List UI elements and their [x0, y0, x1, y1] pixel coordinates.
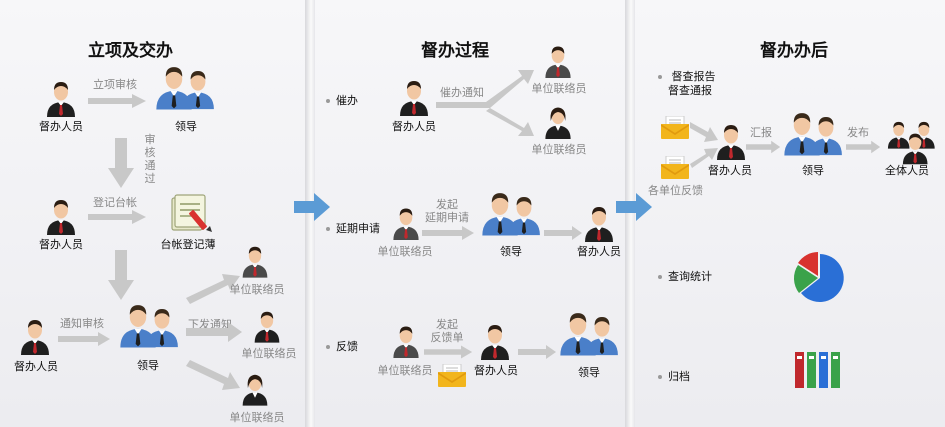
panel-divider: [625, 0, 635, 427]
label-all-staff: 全体人员: [885, 164, 929, 177]
all-staff-group-icon: [884, 118, 934, 162]
ledger-book-icon: [171, 194, 212, 232]
person-liaison-icon: [390, 322, 422, 358]
label-report-line2: 督查通报: [668, 84, 712, 97]
converge-arrows-icon: [690, 122, 718, 168]
label-liaison: 单位联络员: [531, 143, 587, 156]
label-supervisor: 督办人员: [474, 364, 518, 377]
person-liaison-icon: [542, 42, 574, 78]
arrow-right-icon: [746, 140, 782, 154]
person-supervisor-icon: [44, 195, 78, 235]
bullet-stats: 查询统计: [658, 270, 712, 283]
label-liaison: 单位联络员: [377, 245, 433, 258]
label-step-notice-review: 通知审核: [60, 317, 104, 330]
label-report-up: 汇报: [750, 126, 772, 139]
label-feedback-action-line2: 反馈单: [430, 331, 464, 344]
label-feedback-action: 发起 反馈单: [431, 318, 464, 344]
bullet-feedback: 反馈: [326, 340, 358, 353]
label-step-issue: 下发通知: [188, 318, 232, 331]
label-supervisor: 督办人员: [708, 164, 752, 177]
label-supervisor: 督办人员: [39, 238, 83, 251]
label-step-review: 审核通过: [144, 133, 156, 185]
person-supervisor-icon: [714, 120, 748, 160]
bullet-extend: 延期申请: [326, 222, 380, 235]
person-supervisor-icon: [397, 76, 431, 116]
arrow-right-icon: [422, 226, 476, 240]
label-leader: 领导: [175, 120, 197, 133]
leader-group-icon: [556, 306, 622, 358]
label-supervisor: 督办人员: [392, 120, 436, 133]
arrow-right-icon: [544, 226, 584, 240]
arrow-right-icon: [518, 345, 558, 359]
label-step-approve: 立项审核: [93, 78, 137, 91]
label-liaison: 单位联络员: [241, 347, 297, 360]
label-liaison: 单位联络员: [229, 283, 285, 296]
person-liaison-female-icon: [240, 370, 270, 406]
archive-binders-icon: [795, 352, 840, 388]
label-extend-action: 发起 延期申请: [425, 198, 469, 224]
arrow-right-icon: [88, 94, 148, 108]
label-ledger: 台帐登记薄: [160, 238, 216, 251]
bullet-archive: 归档: [658, 370, 690, 383]
panel-after: [635, 0, 945, 427]
label-supervisor: 督办人员: [14, 360, 58, 373]
label-liaison: 单位联络员: [531, 82, 587, 95]
pie-chart-icon: [793, 252, 844, 302]
arrow-right-icon: [424, 345, 474, 359]
label-liaison: 单位联络员: [377, 364, 433, 377]
leader-group-icon: [780, 106, 846, 158]
bullet-report: 督查报告: [658, 70, 716, 83]
bullet-urge: 催办: [326, 94, 358, 107]
label-publish: 发布: [847, 126, 869, 139]
label-leader: 领导: [137, 359, 159, 372]
label-report-line1: 督查报告: [671, 70, 716, 83]
arrow-right-icon: [58, 332, 112, 346]
person-supervisor-icon: [478, 320, 512, 360]
branch-arrows-icon: [186, 274, 242, 390]
leader-group-icon: [478, 186, 544, 238]
label-feedback-action-line1: 发起: [436, 318, 458, 331]
person-liaison-icon: [390, 204, 422, 240]
person-liaison-icon: [252, 307, 282, 343]
person-supervisor-icon: [44, 77, 78, 117]
person-supervisor-icon: [582, 202, 616, 242]
label-extend-action-line2: 延期申请: [425, 211, 469, 224]
arrow-right-icon: [88, 210, 148, 224]
label-step-register: 登记台帐: [93, 196, 137, 209]
label-supervisor: 督办人员: [577, 245, 621, 258]
leader-group-icon: [116, 298, 182, 350]
branch-arrows-icon: [436, 70, 534, 136]
section-title-assign: 立项及交办: [88, 41, 173, 61]
panel-assign: [0, 0, 305, 427]
person-liaison-icon: [240, 242, 270, 278]
section-arrow-icon: [294, 193, 330, 221]
section-title-after: 督办办后: [760, 41, 828, 61]
label-unit-feedback: 各单位反馈: [648, 184, 703, 197]
leader-group-icon: [152, 60, 218, 112]
arrow-down-icon: [108, 250, 134, 300]
label-supervisor: 督办人员: [39, 120, 83, 133]
section-title-process: 督办过程: [421, 41, 489, 61]
person-supervisor-icon: [18, 315, 52, 355]
section-arrow-icon: [616, 193, 652, 221]
panel-process: [315, 0, 625, 427]
label-leader: 领导: [500, 245, 522, 258]
label-leader: 领导: [802, 164, 824, 177]
label-leader: 领导: [578, 366, 600, 379]
envelope-icon: [660, 116, 690, 140]
person-liaison-female-icon: [542, 103, 574, 139]
arrow-down-icon: [108, 138, 134, 188]
panel-divider: [305, 0, 315, 427]
label-urge-notice: 催办通知: [440, 86, 484, 99]
envelope-icon: [660, 156, 690, 180]
label-extend-action-line1: 发起: [436, 198, 458, 211]
envelope-icon: [437, 364, 467, 388]
arrow-right-icon: [846, 140, 882, 154]
label-liaison: 单位联络员: [229, 411, 285, 424]
